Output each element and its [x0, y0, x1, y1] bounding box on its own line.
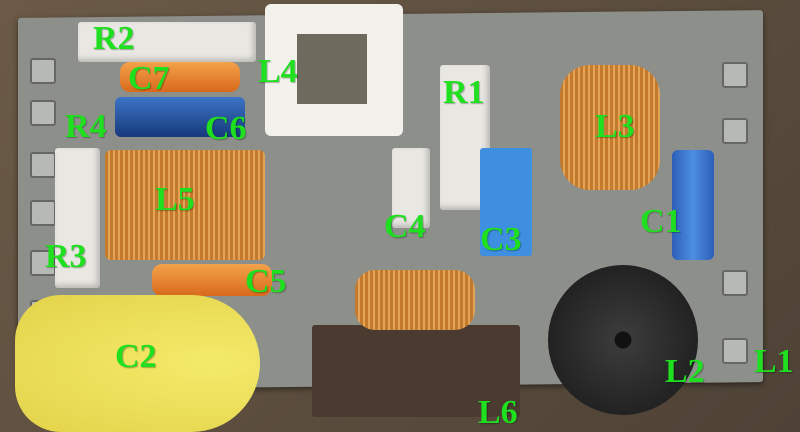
terminal: [722, 270, 748, 296]
terminal: [722, 338, 748, 364]
terminal: [30, 58, 56, 84]
capacitor-c4: [392, 148, 430, 228]
label-l5: L5: [155, 181, 195, 218]
label-l1: L1: [754, 343, 794, 380]
inductor-l3: [560, 65, 660, 190]
label-r2: R2: [93, 20, 135, 57]
capacitor-c2: [15, 295, 260, 432]
label-l2: L2: [665, 353, 705, 390]
terminal: [722, 62, 748, 88]
capacitor-c3: [480, 148, 532, 256]
label-c4: C4: [384, 208, 426, 245]
terminal: [30, 152, 56, 178]
terminal: [30, 100, 56, 126]
terminal: [30, 250, 56, 276]
capacitor-c7: [120, 62, 240, 92]
label-r3: R3: [45, 238, 87, 275]
label-l3: L3: [595, 108, 635, 145]
label-c5: C5: [245, 263, 287, 300]
inductor-l2: [548, 265, 698, 415]
terminal: [30, 200, 56, 226]
resistor-r2: [78, 22, 256, 62]
label-r4: R4: [65, 108, 107, 145]
transformer-l6: [312, 325, 520, 417]
label-c1: C1: [640, 203, 682, 240]
label-l6: L6: [478, 394, 518, 431]
label-c7: C7: [128, 60, 170, 97]
label-c2: C2: [115, 338, 157, 375]
inductor-l5: [105, 150, 265, 260]
capacitor-c1: [672, 150, 714, 260]
resistor-r3: [55, 148, 100, 288]
capacitor-c6: [115, 97, 245, 137]
label-c6: C6: [205, 110, 247, 147]
label-c3: C3: [480, 221, 522, 258]
inductor-l6-winding: [355, 270, 475, 330]
terminal: [722, 118, 748, 144]
label-l4: L4: [258, 53, 298, 90]
capacitor-c5: [152, 264, 272, 296]
label-r1: R1: [443, 74, 485, 111]
inductor-l4-bobbin: [265, 4, 403, 136]
